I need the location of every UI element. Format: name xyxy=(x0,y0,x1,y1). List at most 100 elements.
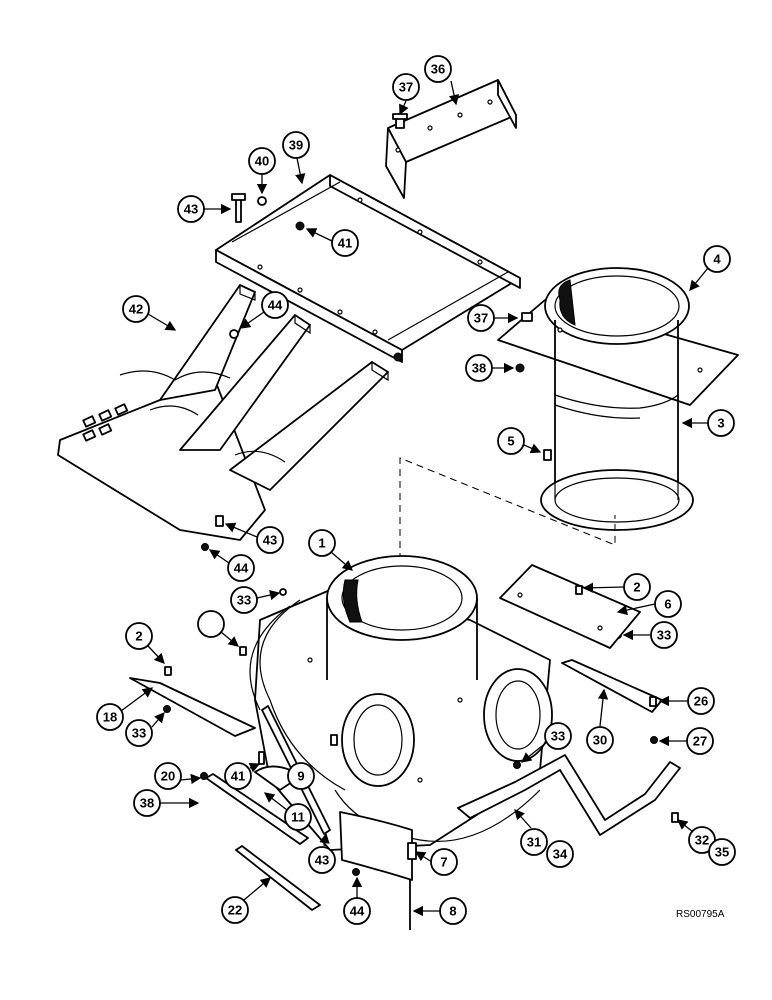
tube-assembly-3-4 xyxy=(497,267,739,531)
hardware-35-36-5 xyxy=(515,312,552,461)
hardware-38-39-41 xyxy=(231,193,403,362)
svg-text:26: 26 xyxy=(694,694,708,709)
callout-31-a: 33 xyxy=(230,586,258,614)
svg-text:3: 3 xyxy=(717,416,724,431)
callout-11: 11 xyxy=(284,803,312,831)
callout-7: 7 xyxy=(430,848,458,876)
svg-text:43: 43 xyxy=(315,853,329,868)
callout-44: 44 xyxy=(227,554,255,582)
callout-27: 31 xyxy=(520,828,548,856)
callout-30: 32 xyxy=(688,826,716,854)
svg-text:39: 39 xyxy=(289,138,303,153)
callout-35-top: 37 xyxy=(392,73,420,101)
svg-text:40: 40 xyxy=(255,154,269,169)
svg-text:1: 1 xyxy=(318,536,325,551)
callout-18: 18 xyxy=(96,703,124,731)
svg-text:33: 33 xyxy=(237,593,251,608)
svg-text:37: 37 xyxy=(474,311,488,326)
svg-text:42: 42 xyxy=(129,302,143,317)
svg-text:43: 43 xyxy=(184,202,198,217)
plate-6 xyxy=(499,564,641,649)
callout-46 xyxy=(197,610,225,638)
callout-31-c: 33 xyxy=(125,719,153,747)
callout-36-side: 38 xyxy=(465,354,493,382)
svg-text:38: 38 xyxy=(472,361,486,376)
svg-text:5: 5 xyxy=(507,434,514,449)
svg-text:41: 41 xyxy=(338,236,352,251)
svg-text:37: 37 xyxy=(399,80,413,95)
callout-40: 42 xyxy=(122,295,150,323)
svg-text:41: 41 xyxy=(231,769,245,784)
svg-text:22: 22 xyxy=(228,903,242,918)
callout-32: 34 xyxy=(546,840,574,868)
reference-code: RS00795A xyxy=(676,909,725,920)
hardware-42-43-44 xyxy=(201,329,239,551)
callout-41-lower: 43 xyxy=(308,846,336,874)
callout-39-top: 41 xyxy=(331,229,359,257)
strap-26 xyxy=(561,659,663,744)
rod-22 xyxy=(235,845,321,911)
svg-text:35: 35 xyxy=(715,845,729,860)
svg-text:36: 36 xyxy=(431,62,445,77)
svg-text:33: 33 xyxy=(551,729,565,744)
callout-26: 30 xyxy=(586,726,614,754)
callout-9: 9 xyxy=(287,762,315,790)
callout-5: 5 xyxy=(497,427,525,455)
svg-text:20: 20 xyxy=(161,769,175,784)
svg-text:2: 2 xyxy=(135,629,142,644)
callout-2-right: 2 xyxy=(623,573,651,601)
bracket-27-32 xyxy=(457,754,681,836)
clamp-7 xyxy=(339,811,417,930)
callout-41-top: 43 xyxy=(177,195,205,223)
svg-text:44: 44 xyxy=(268,298,283,313)
svg-text:44: 44 xyxy=(350,904,365,919)
callout-8: 8 xyxy=(439,897,467,925)
svg-text:30: 30 xyxy=(593,733,607,748)
callout-31-b: 33 xyxy=(650,621,678,649)
callout-39-lower: 41 xyxy=(224,762,252,790)
callout-33: 35 xyxy=(708,838,736,866)
svg-text:11: 11 xyxy=(291,810,305,825)
svg-text:27: 27 xyxy=(693,734,707,749)
svg-text:2: 2 xyxy=(633,580,640,595)
callout-22: 22 xyxy=(221,896,249,924)
rail-frame-40 xyxy=(57,284,389,541)
callout-1: 1 xyxy=(308,529,336,557)
callout-42-top: 44 xyxy=(261,291,289,319)
svg-text:38: 38 xyxy=(140,796,154,811)
callout-35-side: 37 xyxy=(467,304,495,332)
callout-42-lower: 44 xyxy=(343,897,371,925)
svg-text:44: 44 xyxy=(234,561,249,576)
svg-text:33: 33 xyxy=(132,726,146,741)
callout-3: 3 xyxy=(707,409,735,437)
svg-text:18: 18 xyxy=(103,710,117,725)
callout-37: 39 xyxy=(282,131,310,159)
callout-6: 6 xyxy=(654,590,682,618)
plate-18 xyxy=(129,677,256,737)
callout-36-lower: 38 xyxy=(133,789,161,817)
svg-text:8: 8 xyxy=(449,904,456,919)
svg-text:6: 6 xyxy=(664,597,671,612)
svg-text:31: 31 xyxy=(527,835,541,850)
bolt-35-top xyxy=(392,113,408,129)
callout-23: 26 xyxy=(687,687,715,715)
angle-plate-34 xyxy=(385,79,517,199)
callout-31-d: 33 xyxy=(544,722,572,750)
callout-34: 36 xyxy=(424,55,452,83)
callout-2-left: 2 xyxy=(125,622,153,650)
svg-text:33: 33 xyxy=(657,628,671,643)
callout-4: 4 xyxy=(703,245,731,273)
callout-25: 27 xyxy=(686,727,714,755)
svg-text:4: 4 xyxy=(713,252,721,267)
callout-20: 20 xyxy=(154,762,182,790)
channel-frame-37 xyxy=(215,174,521,363)
callouts: 36 37 39 40 43 41 42 44 4 37 38 3 xyxy=(96,55,736,925)
svg-text:9: 9 xyxy=(297,769,304,784)
strap-20 xyxy=(200,772,309,845)
svg-text:7: 7 xyxy=(440,855,447,870)
svg-text:43: 43 xyxy=(263,533,277,548)
svg-text:32: 32 xyxy=(695,833,709,848)
main-housing-1 xyxy=(249,555,553,851)
assembly-centerline xyxy=(399,457,616,560)
